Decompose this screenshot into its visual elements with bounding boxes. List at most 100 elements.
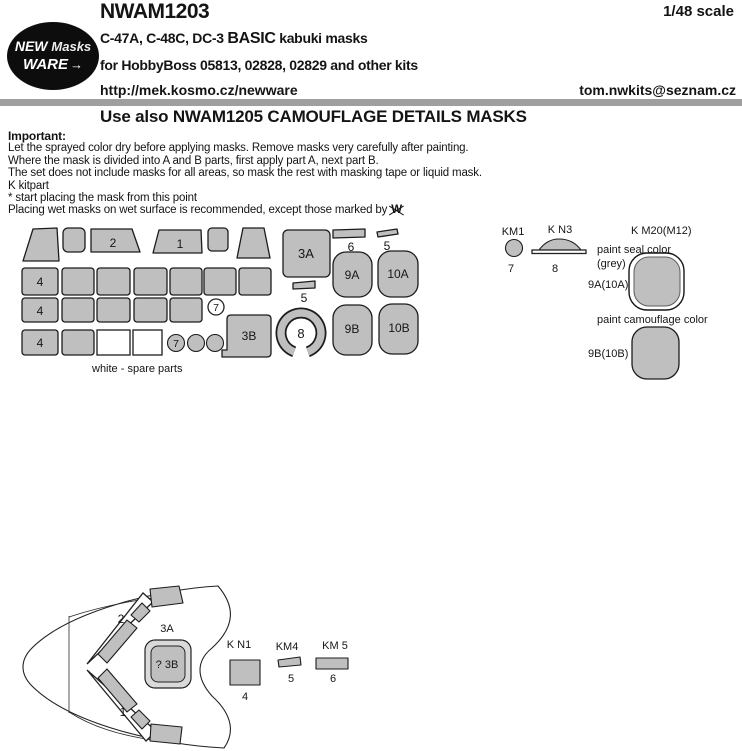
mask-part-4-shape (21, 297, 59, 323)
separator-bar (0, 99, 742, 106)
mask-part-7-label: 7 (173, 338, 179, 350)
mask-part-7-circle (186, 333, 206, 353)
note-line: Let the sprayed color dry before applyin… (8, 142, 469, 155)
cross-sell-banner: Use also NWAM1205 CAMOUFLAGE DETAILS MAS… (100, 107, 527, 126)
mask-part-10a-shape (377, 250, 419, 298)
mask-part-5-shape-mid (292, 280, 316, 290)
note-line: Where the mask is divided into A and B p… (8, 154, 379, 167)
mask-part-10b-label: 10B (388, 321, 409, 335)
ref-kn1-shape (229, 659, 261, 686)
mask-shape-small-b (207, 227, 229, 252)
ref-km5-number: 6 (330, 673, 336, 685)
seal-blob-outline (628, 252, 685, 311)
logo-text-bottom: WARE→ (7, 57, 99, 72)
mask-part-4-label: 4 (37, 336, 44, 350)
important-heading: Important: (8, 129, 66, 143)
mask-shape-windscreen-a (22, 227, 60, 262)
ref-km1-title: KM1 (502, 226, 525, 238)
spare-parts-note: white - spare parts (91, 363, 183, 375)
website-url: http://mek.kosmo.cz/newware (100, 82, 298, 98)
mask-part-6-shape (332, 228, 366, 239)
ref-km1-shape (504, 238, 524, 258)
mask-part-1-shape (152, 229, 203, 254)
mask-part-5-shape-top (376, 228, 399, 238)
nose-mask-bottom-quad (149, 723, 183, 745)
mask-part-4-shape (96, 297, 131, 323)
ref-kn1-title: K N1 (227, 639, 251, 651)
mask-part-8-label: 8 (297, 326, 304, 341)
mask-part-2-shape (90, 228, 141, 253)
nose-mask-top-quad (149, 585, 184, 608)
nose-mask-1-label: 1 (120, 705, 127, 719)
logo-word-ware: WARE (23, 56, 68, 73)
mask-part-3b-shape (221, 314, 272, 358)
mask-part-9b-label: 9B (345, 322, 360, 336)
note-line-wet: Placing wet masks on wet surface is reco… (8, 204, 568, 216)
ref-kn3-number: 8 (552, 263, 558, 275)
logo-word-new: NEW (14, 38, 48, 54)
kit-compatibility: for HobbyBoss 05813, 02828, 02829 and ot… (100, 57, 418, 73)
kit-title: C-47A, C-48C, DC-3 BASIC kabuki masks (100, 30, 368, 48)
callout-7-label: 7 (213, 302, 219, 314)
mask-part-6-label: 6 (348, 240, 355, 254)
kit-title-basic: BASIC (227, 30, 276, 47)
ref-km4-title: KM4 (276, 641, 299, 653)
mask-part-10b-shape (378, 303, 419, 355)
note-wet-text: Placing wet masks on wet surface is reco… (8, 204, 391, 217)
paint-seal-color: (grey) (597, 258, 626, 270)
mask-part-4-shape (61, 329, 95, 356)
mask-part-1-label: 1 (177, 237, 184, 251)
ref-kn3-title: K N3 (548, 224, 572, 236)
paint-seal-note: paint seal color (597, 244, 671, 256)
mask-part-4-shape (21, 329, 59, 356)
paint-camo-note: paint camouflage color (597, 314, 708, 326)
ref-km5-title: KM 5 (322, 640, 348, 652)
ref-km5-shape (315, 657, 349, 670)
camo-part-ref: 9B(10B) (588, 348, 628, 360)
mask-part-4-shape (133, 297, 168, 323)
mask-part-4-shape (169, 267, 203, 296)
nose-outline (22, 585, 231, 749)
spare-mask-shape (132, 329, 163, 356)
mask-part-9a-label: 9A (345, 268, 360, 282)
callout-7-circle (207, 298, 225, 316)
mask-shape-trapezoid (236, 227, 271, 259)
nose-mask-3b-shape (150, 645, 186, 683)
kit-title-suffix: kabuki masks (275, 30, 368, 46)
nose-mask-2-strip (97, 619, 138, 664)
scale-label: 1/48 scale (663, 3, 734, 20)
ref-kn3-base-shape (531, 249, 587, 255)
mask-part-4-shape (61, 267, 95, 296)
ref-kn1-number: 4 (242, 691, 248, 703)
note-line: * start placing the mask from this point (8, 192, 197, 205)
nose-mask-2-strip-small (130, 602, 151, 623)
mask-part-2-label: 2 (110, 236, 117, 250)
seal-part-ref: 9A(10A) (588, 279, 628, 291)
mask-part-9b-shape (332, 304, 373, 356)
mask-part-4-shape (238, 267, 272, 296)
note-line: The set does not include masks for all a… (8, 167, 482, 180)
seal-blob-shape (633, 256, 681, 307)
nose-bottom-frame-line (68, 711, 153, 741)
nose-mask-1-strip-small (130, 709, 151, 730)
contact-email: tom.nwkits@seznam.cz (579, 82, 736, 98)
mask-part-4-label: 4 (37, 275, 44, 289)
nose-mask-2-label: 2 (118, 612, 125, 626)
mask-part-4-shape (169, 297, 203, 323)
note-line: K kitpart (8, 179, 49, 192)
ref-km4-number: 5 (288, 673, 294, 685)
mask-part-4-shape (203, 267, 237, 296)
kit-title-aircraft: C-47A, C-48C, DC-3 (100, 30, 228, 46)
camo-blob-shape (631, 326, 680, 380)
mask-diagrams: 2 1 3A 6 5 9A 10A 4 5 8 4 (21, 224, 708, 749)
ref-km1-number: 7 (508, 263, 514, 275)
mask-part-5-label-top: 5 (384, 239, 391, 253)
mask-part-4-label: 4 (37, 304, 44, 318)
mask-part-4-shape (133, 267, 168, 296)
mask-part-4-shape (61, 297, 95, 323)
important-notes: Important: Let the sprayed color dry bef… (8, 130, 568, 217)
nose-mask-1-strip (97, 668, 138, 713)
nose-mask-3a-label: 3A (160, 623, 174, 635)
mask-part-9a-shape (332, 251, 373, 298)
ref-km20-title: K M20(M12) (631, 225, 692, 237)
